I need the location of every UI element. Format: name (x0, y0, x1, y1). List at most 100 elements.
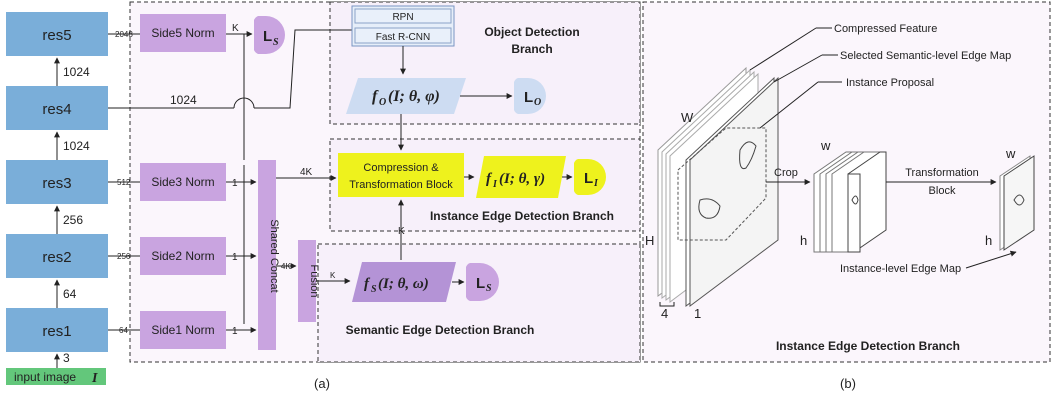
input-image-box: input image I (6, 368, 106, 386)
f-o-box: f O (I; θ, φ) (346, 78, 466, 114)
svg-text:res1: res1 (42, 323, 71, 340)
res1-block: res1 (6, 308, 108, 352)
svg-text:4K: 4K (300, 167, 313, 178)
svg-text:S: S (371, 284, 377, 295)
svg-text:I: I (492, 179, 498, 190)
svg-text:64: 64 (119, 326, 128, 335)
caption-a: (a) (314, 376, 330, 391)
label-4: 4 (661, 306, 668, 321)
res4-to-rpn-line (108, 29, 350, 109)
object-branch-title-1: Object Detection (484, 25, 579, 39)
svg-text:256: 256 (117, 252, 131, 261)
svg-text:RPN: RPN (392, 12, 413, 23)
callout-instance-map (965, 250, 1017, 269)
svg-text:1: 1 (232, 252, 238, 263)
side3-norm-box: Side3 Norm (140, 163, 226, 201)
label-64: 64 (63, 287, 77, 301)
res4-block: res4 (6, 86, 108, 130)
side1-norm-box: Side1 Norm (140, 311, 226, 349)
side2-norm-box: Side2 Norm (140, 237, 226, 275)
svg-text:L: L (263, 28, 272, 45)
svg-text:Fast R-CNN: Fast R-CNN (376, 32, 430, 43)
svg-text:S: S (273, 37, 279, 48)
svg-text:res5: res5 (42, 27, 71, 44)
object-branch-title-2: Branch (511, 42, 552, 56)
svg-text:L: L (524, 89, 533, 106)
svg-text:4K: 4K (281, 262, 291, 271)
svg-text:(I; θ, ω): (I; θ, ω) (378, 276, 429, 292)
svg-text:f: f (486, 171, 493, 187)
svg-text:L: L (476, 275, 485, 292)
svg-text:1: 1 (232, 178, 238, 189)
panel-b-title: Instance Edge Detection Branch (776, 339, 960, 353)
svg-text:(I; θ, γ): (I; θ, γ) (499, 171, 545, 187)
loss-s-circle: L S (466, 263, 499, 301)
svg-text:2048: 2048 (115, 30, 133, 39)
label-H: H (645, 233, 654, 248)
svg-text:res3: res3 (42, 175, 71, 192)
compressed-feature-stack (657, 66, 779, 307)
svg-text:Side5 Norm: Side5 Norm (151, 26, 214, 40)
label-1024-res4: 1024 (170, 93, 197, 107)
label-crop: Crop (774, 167, 798, 179)
label-W: W (681, 110, 694, 125)
svg-text:512: 512 (117, 178, 131, 187)
side5-norm-box: Side5 Norm (140, 14, 226, 52)
svg-text:L: L (584, 170, 593, 187)
svg-text:Fusion: Fusion (308, 264, 320, 297)
rpn-box: RPN Fast R-CNN (351, 5, 455, 47)
label-instance-level-map: Instance-level Edge Map (840, 263, 961, 275)
instance-level-map (999, 155, 1035, 251)
res2-block: res2 (6, 234, 108, 278)
svg-text:O: O (534, 97, 541, 108)
semantic-branch-title: Semantic Edge Detection Branch (346, 323, 535, 337)
svg-text:Shared Concat: Shared Concat (268, 219, 280, 292)
label-256: 256 (63, 213, 83, 227)
svg-text:f: f (372, 88, 379, 105)
svg-text:input image: input image (14, 370, 76, 384)
label-w-1: w (820, 138, 831, 153)
loss-o-circle: L O (514, 78, 546, 114)
callout-selected (773, 54, 823, 83)
label-selected-map: Selected Semantic-level Edge Map (840, 50, 1011, 62)
svg-text:f: f (364, 276, 371, 292)
svg-text:O: O (379, 97, 386, 108)
svg-text:Side3 Norm: Side3 Norm (151, 175, 214, 189)
label-h-1: h (800, 233, 807, 248)
res3-block: res3 (6, 160, 108, 204)
svg-text:Side2 Norm: Side2 Norm (151, 249, 214, 263)
svg-text:(I; θ, φ): (I; θ, φ) (388, 88, 440, 105)
label-transformation-1: Transformation (905, 167, 979, 179)
svg-text:res4: res4 (42, 101, 71, 118)
svg-text:I: I (593, 178, 599, 189)
f-i-box: f I (I; θ, γ) (476, 156, 566, 198)
label-instance-proposal: Instance Proposal (846, 77, 934, 89)
label-1: 1 (694, 306, 701, 321)
instance-branch-title: Instance Edge Detection Branch (430, 209, 614, 223)
callout-compressed (749, 27, 817, 71)
loss-s-top-circle: L S (254, 16, 285, 54)
cropped-feature-stack (813, 151, 887, 253)
semantic-branch-box (317, 243, 641, 363)
svg-text:Compression &: Compression & (363, 162, 439, 174)
svg-text:Transformation Block: Transformation Block (349, 179, 453, 191)
svg-text:res2: res2 (42, 249, 71, 266)
loss-i-circle: L I (574, 159, 606, 195)
caption-b: (b) (840, 376, 856, 391)
callout-proposal (759, 81, 819, 129)
label-compressed-feature: Compressed Feature (834, 23, 937, 35)
res5-block: res5 (6, 12, 108, 56)
label-3: 3 (63, 351, 70, 365)
svg-text:S: S (486, 283, 492, 294)
label-transformation-2: Block (929, 185, 956, 197)
svg-text:K: K (398, 226, 405, 237)
f-s-box: f S (I; θ, ω) (352, 262, 456, 302)
compression-block: Compression & Transformation Block (338, 153, 464, 197)
label-1024-a: 1024 (63, 139, 90, 153)
svg-text:K: K (232, 23, 239, 34)
svg-text:I: I (91, 371, 98, 386)
fusion-box: Fusion (298, 240, 320, 322)
svg-text:Side1 Norm: Side1 Norm (151, 323, 214, 337)
shared-concat-box: Shared Concat (258, 160, 280, 350)
